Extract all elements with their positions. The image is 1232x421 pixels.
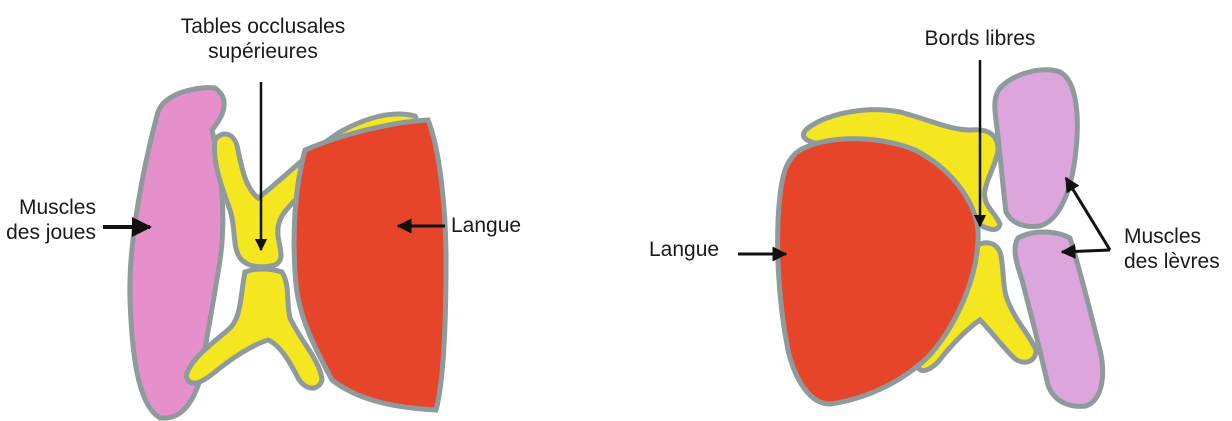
lower-lip-muscle-shape	[1015, 232, 1103, 406]
label-lips-line1: Muscles	[1124, 224, 1220, 249]
right-cross-section	[738, 60, 1110, 406]
label-free-edges: Bords libres	[895, 26, 1065, 51]
label-occlusal-line2: supérieures	[168, 39, 358, 64]
tongue-right-shape	[778, 139, 979, 404]
label-cheeks-line2: des joues	[0, 220, 96, 245]
label-tongue-right: Langue	[649, 237, 719, 262]
label-occlusal-tables: Tables occlusales supérieures	[168, 14, 358, 64]
label-cheek-muscles: Muscles des joues	[0, 195, 96, 245]
label-lips-line2: des lèvres	[1124, 249, 1220, 274]
label-cheeks-line1: Muscles	[0, 195, 96, 220]
left-cross-section	[103, 82, 446, 418]
label-occlusal-line1: Tables occlusales	[168, 14, 358, 39]
label-lip-muscles: Muscles des lèvres	[1124, 224, 1220, 274]
upper-lip-muscle-shape	[995, 70, 1078, 227]
arrow-lower-lip	[1062, 250, 1110, 252]
label-tongue-left: Langue	[451, 213, 521, 238]
